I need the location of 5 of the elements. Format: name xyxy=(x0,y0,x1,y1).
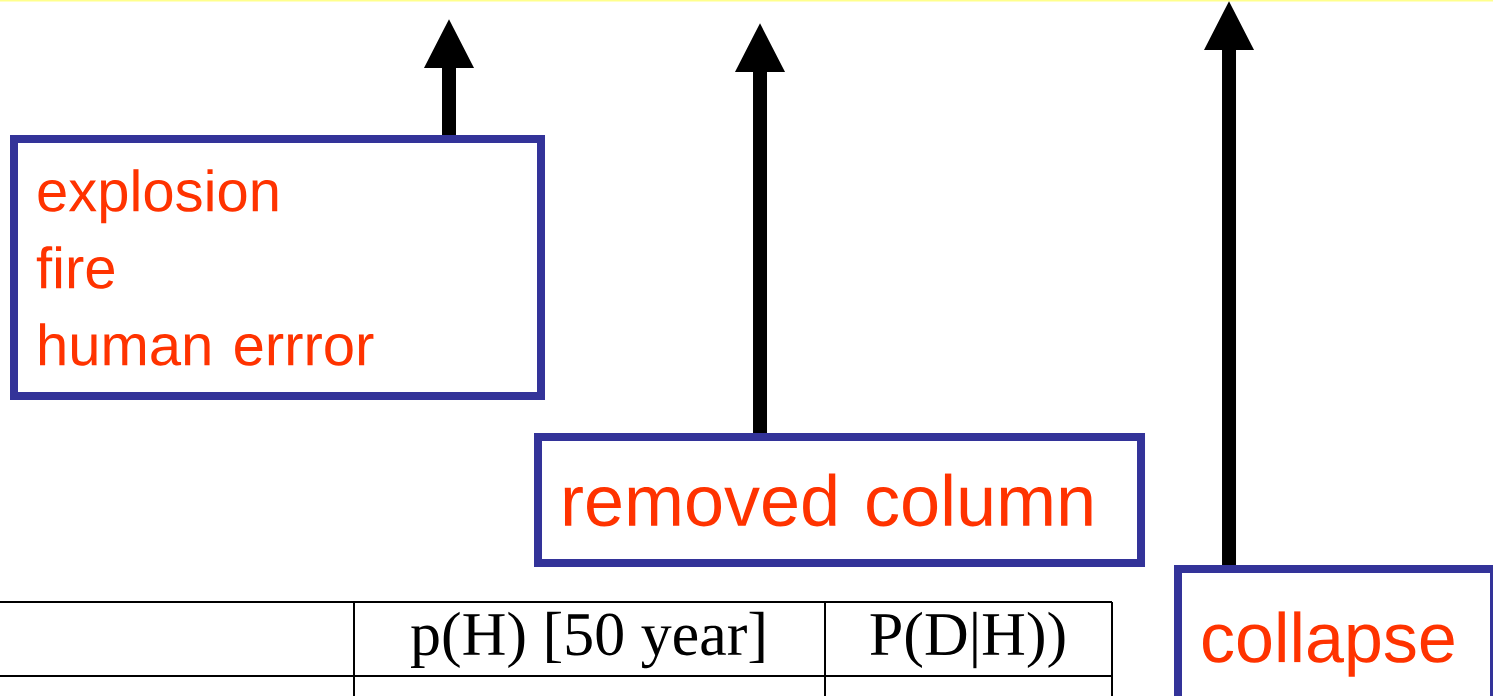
text-box: removed column xyxy=(534,433,1145,567)
table-header-cell: P(D|H)) xyxy=(870,611,1065,669)
text-box: explosion fire human errror xyxy=(10,135,545,400)
text-box: collapse xyxy=(1174,565,1493,696)
table-header-cell: p(H) [50 year] xyxy=(411,611,764,669)
